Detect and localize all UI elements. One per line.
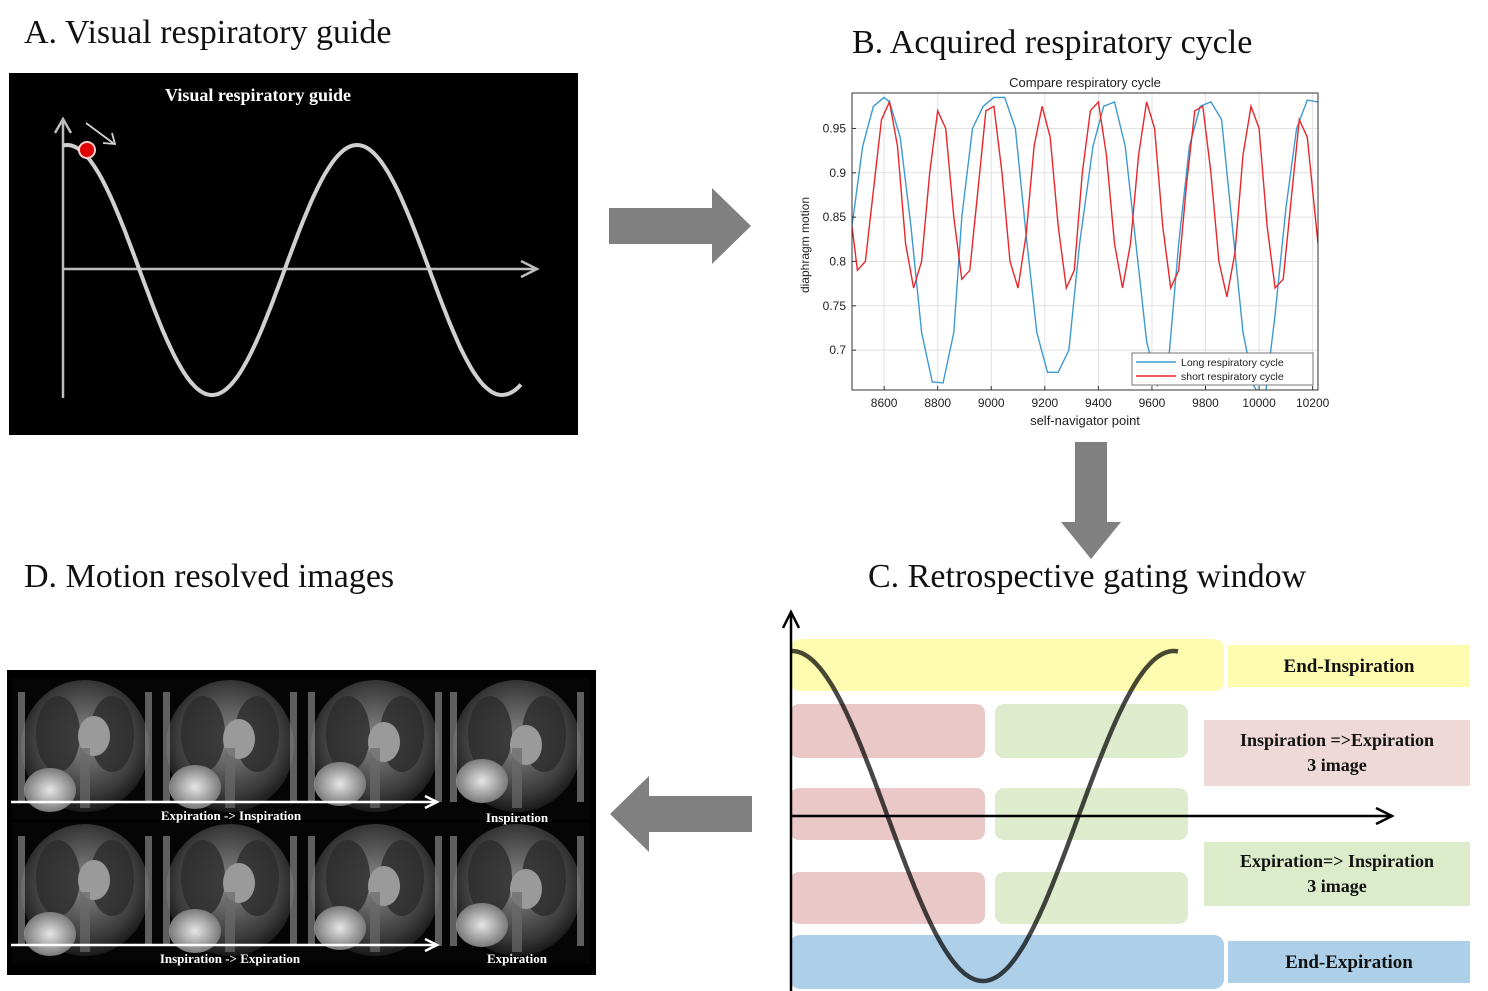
exp-to-insp-window-2 — [995, 788, 1188, 840]
insp-to-exp-window-3 — [790, 872, 985, 924]
x-tick-label: 9400 — [1085, 396, 1112, 410]
row2-label: Inspiration -> Expiration — [160, 951, 301, 966]
exp-to-insp-label: Expiration=> Inspiration 3 image — [1204, 842, 1470, 906]
y-tick-label: 0.85 — [823, 210, 847, 224]
exp-to-insp-window-3 — [995, 872, 1188, 924]
insp-to-exp-window-1 — [790, 704, 985, 758]
row2-end-label: Expiration — [487, 951, 548, 966]
arrow-down-shape — [1061, 442, 1121, 559]
plot-area — [852, 93, 1318, 390]
guide-position-marker — [79, 142, 95, 158]
legend-entry: Long respiratory cycle — [1181, 357, 1284, 369]
x-axis-label: self-navigator point — [1030, 413, 1140, 428]
mri-overlay: Expiration -> Inspiration Inspiration In… — [7, 670, 596, 975]
visual-guide-panel: Visual respiratory guide — [9, 73, 578, 435]
y-axis-label: diaphragm motion — [798, 197, 812, 293]
legend-entry: short respiratory cycle — [1181, 371, 1284, 383]
insp-to-exp-label: Inspiration =>Expiration 3 image — [1204, 720, 1470, 786]
row1-label: Expiration -> Inspiration — [161, 808, 302, 823]
x-tick-label: 9000 — [978, 396, 1005, 410]
respiratory-cycle-chart: Compare respiratory cycle 8600 8800 9000 92… — [790, 70, 1350, 440]
motion-resolved-images-panel: Expiration -> Inspiration Inspiration In… — [7, 670, 596, 975]
end-expiration-band — [790, 935, 1224, 989]
y-tick-label: 0.95 — [823, 121, 847, 135]
end-expiration-text: End-Expiration — [1285, 950, 1413, 975]
end-expiration-label: End-Expiration — [1228, 941, 1470, 983]
arrow-left-shape — [610, 776, 752, 852]
chart-legend: Long respiratory cycle short respiratory … — [1132, 353, 1313, 385]
exp-to-insp-text-line1: Expiration=> Inspiration — [1240, 849, 1434, 874]
x-tick-label: 9200 — [1031, 396, 1058, 410]
x-tick-label: 8800 — [924, 396, 951, 410]
guide-background — [9, 73, 578, 435]
panel-c-title: C. Retrospective gating window — [868, 558, 1306, 596]
y-tick-label: 0.8 — [829, 254, 846, 268]
insp-to-exp-text-line2: 3 image — [1307, 753, 1366, 778]
row1-end-label: Inspiration — [486, 810, 549, 825]
exp-to-insp-text-line2: 3 image — [1307, 874, 1366, 899]
panel-b-title: B. Acquired respiratory cycle — [852, 24, 1252, 62]
arrow-a-to-b — [608, 186, 753, 266]
x-tick-label: 9600 — [1139, 396, 1166, 410]
chart-title: Compare respiratory cycle — [1009, 75, 1161, 90]
exp-to-insp-window-1 — [995, 704, 1188, 758]
y-tick-label: 0.9 — [829, 166, 846, 180]
x-tick-label: 9800 — [1192, 396, 1219, 410]
end-inspiration-band — [790, 639, 1224, 691]
arrow-c-to-d — [608, 774, 753, 854]
guide-inner-title: Visual respiratory guide — [165, 85, 351, 105]
x-tick-label: 10200 — [1296, 396, 1330, 410]
arrow-right-shape — [609, 188, 751, 264]
arrow-b-to-c — [1060, 442, 1122, 560]
end-inspiration-text: End-Inspiration — [1284, 654, 1415, 679]
insp-to-exp-text-line1: Inspiration =>Expiration — [1240, 728, 1434, 753]
x-tick-label: 10000 — [1242, 396, 1276, 410]
panel-d-title: D. Motion resolved images — [24, 558, 394, 596]
x-tick-label: 8600 — [871, 396, 898, 410]
end-inspiration-label: End-Inspiration — [1228, 645, 1470, 687]
y-tick-label: 0.7 — [829, 343, 846, 357]
y-tick-label: 0.75 — [823, 299, 847, 313]
panel-a-title: A. Visual respiratory guide — [24, 14, 391, 52]
